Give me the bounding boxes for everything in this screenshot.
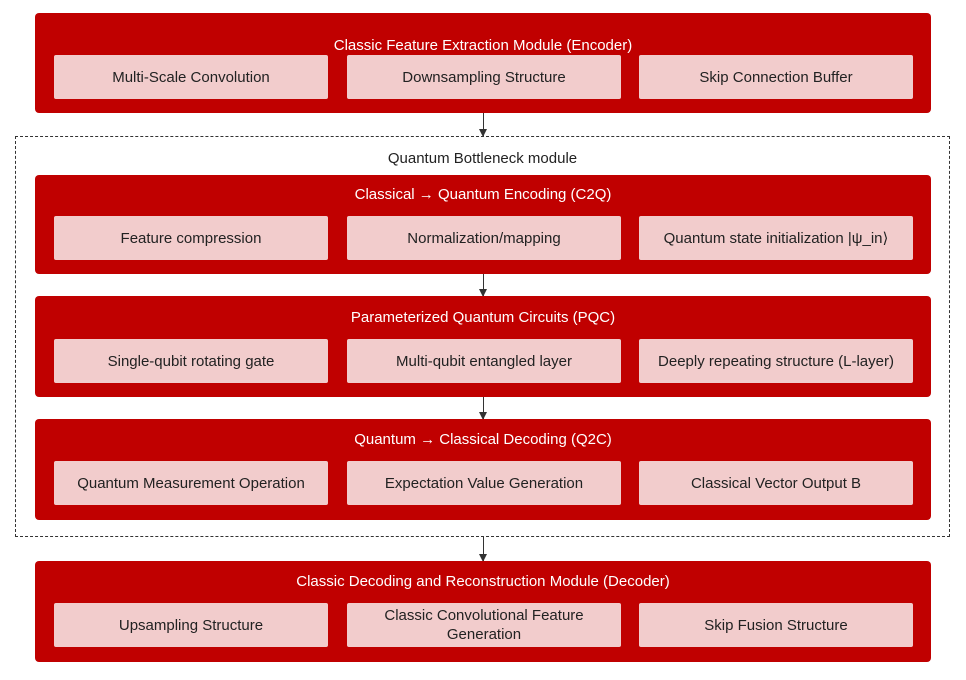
- pqc-module-title: Parameterized Quantum Circuits (PQC): [350, 309, 616, 326]
- deeply-repeating-structure-box: Deeply repeating structure (L-layer): [639, 339, 913, 383]
- downsampling-structure-box: Downsampling Structure: [347, 55, 621, 99]
- q2c-module: Quantum → Classical Decoding (Q2C) Quant…: [35, 419, 931, 520]
- skip-connection-buffer-box: Skip Connection Buffer: [639, 55, 913, 99]
- single-qubit-rotating-gate-box: Single-qubit rotating gate: [54, 339, 328, 383]
- classic-convolutional-feature-generation-box: Classic Convolutional Feature Generation: [347, 603, 621, 647]
- arrow-head-icon: [479, 412, 487, 420]
- encoder-module-title: Classic Feature Extraction Module (Encod…: [333, 37, 633, 54]
- q2c-module-title: Quantum → Classical Decoding (Q2C): [354, 431, 612, 448]
- upsampling-structure-box: Upsampling Structure: [54, 603, 328, 647]
- normalization-mapping-box: Normalization/mapping: [347, 216, 621, 260]
- arrow-head-icon: [479, 554, 487, 562]
- classical-vector-output-box: Classical Vector Output B: [639, 461, 913, 505]
- arrow-encoder-to-bottleneck: [479, 113, 487, 137]
- skip-fusion-structure-box: Skip Fusion Structure: [639, 603, 913, 647]
- arrow-c2q-to-pqc: [479, 274, 487, 297]
- arrow-pqc-to-q2c: [479, 397, 487, 420]
- decoder-module-title: Classic Decoding and Reconstruction Modu…: [296, 573, 670, 590]
- expectation-value-generation-box: Expectation Value Generation: [347, 461, 621, 505]
- quantum-state-initialization-box: Quantum state initialization |ψ_in⟩: [639, 216, 913, 260]
- arrow-head-icon: [479, 129, 487, 137]
- multi-scale-convolution-box: Multi-Scale Convolution: [54, 55, 328, 99]
- decoder-module: Classic Decoding and Reconstruction Modu…: [35, 561, 931, 662]
- c2q-module-title: Classical → Quantum Encoding (C2Q): [354, 186, 612, 203]
- encoder-module: Classic Feature Extraction Module (Encod…: [35, 13, 931, 113]
- quantum-measurement-operation-box: Quantum Measurement Operation: [54, 461, 328, 505]
- quantum-bottleneck-group: Quantum Bottleneck module: [15, 136, 950, 537]
- quantum-bottleneck-label: Quantum Bottleneck module: [387, 150, 578, 167]
- arrow-head-icon: [479, 289, 487, 297]
- multi-qubit-entangled-layer-box: Multi-qubit entangled layer: [347, 339, 621, 383]
- c2q-module: Classical → Quantum Encoding (C2Q) Featu…: [35, 175, 931, 274]
- arrow-bottleneck-to-decoder: [479, 537, 487, 562]
- pqc-module: Parameterized Quantum Circuits (PQC) Sin…: [35, 296, 931, 397]
- feature-compression-box: Feature compression: [54, 216, 328, 260]
